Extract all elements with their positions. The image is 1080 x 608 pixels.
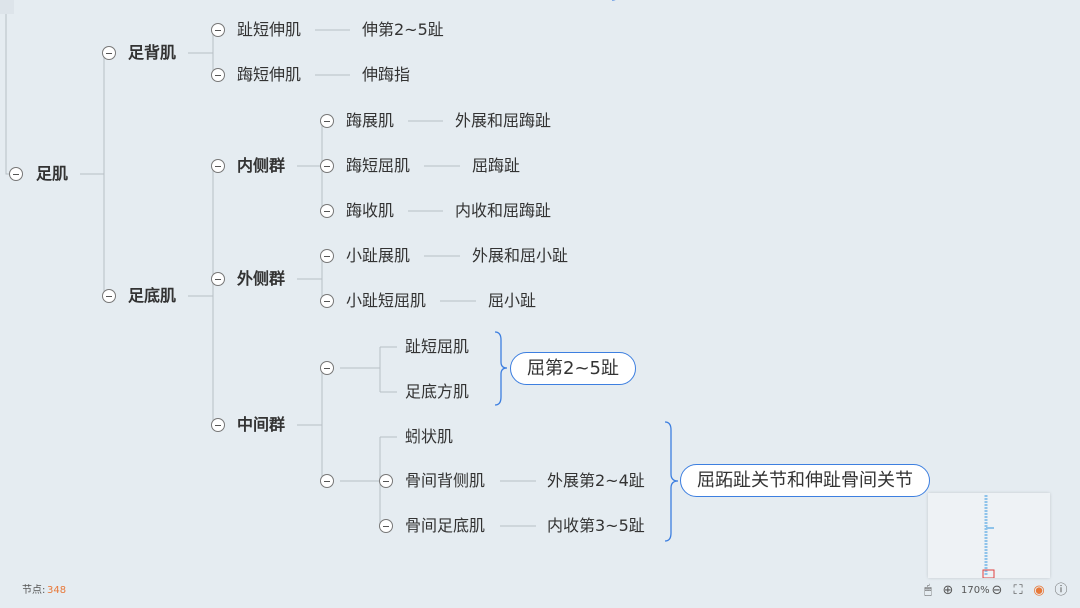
- node-middle[interactable]: 中间群: [237, 415, 286, 434]
- node[interactable]: 骨间足底肌: [405, 516, 486, 535]
- minimap-preview: [982, 495, 995, 579]
- summary-node[interactable]: 屈跖趾关节和伸趾骨间关节: [680, 464, 930, 497]
- collapse-toggle[interactable]: [320, 204, 334, 218]
- node[interactable]: 踇短伸肌: [237, 65, 302, 84]
- collapse-toggle[interactable]: [320, 114, 334, 128]
- collapse-toggle-lateral[interactable]: [211, 272, 225, 286]
- node[interactable]: 小趾短屈肌: [346, 291, 427, 310]
- leaf-node[interactable]: 屈踇趾: [472, 156, 521, 175]
- leaf-node[interactable]: 内收第3~5趾: [547, 516, 645, 535]
- collapse-toggle[interactable]: [320, 294, 334, 308]
- node[interactable]: 蚓状肌: [405, 427, 454, 446]
- node[interactable]: 骨间背侧肌: [405, 471, 486, 490]
- node[interactable]: 足底方肌: [405, 382, 470, 401]
- collapse-toggle[interactable]: [320, 249, 334, 263]
- collapse-toggle[interactable]: [320, 159, 334, 173]
- collapse-toggle[interactable]: [379, 519, 393, 533]
- node[interactable]: 小趾展肌: [346, 246, 411, 265]
- collapse-toggle-group1[interactable]: [320, 361, 334, 375]
- corner-handle: [0, 0, 14, 14]
- collapse-toggle-medial[interactable]: [211, 159, 225, 173]
- help-icon[interactable]: ⓘ: [1054, 583, 1068, 598]
- node-medial[interactable]: 内侧群: [237, 156, 286, 175]
- summary-node[interactable]: 屈第2~5趾: [510, 352, 636, 385]
- fit-screen-icon[interactable]: ⛶: [1013, 583, 1023, 598]
- leaf-node[interactable]: 外展第2~4趾: [547, 471, 645, 490]
- collapse-toggle-root[interactable]: [9, 167, 23, 181]
- zoom-in-icon[interactable]: ⊕: [942, 583, 954, 598]
- collapse-toggle-dorsal[interactable]: [102, 46, 116, 60]
- leaf-node[interactable]: 外展和屈小趾: [472, 246, 569, 265]
- leaf-node[interactable]: 伸第2~5趾: [362, 20, 444, 39]
- collapse-toggle[interactable]: [379, 474, 393, 488]
- node[interactable]: 踇短屈肌: [346, 156, 411, 175]
- node-count: 348: [47, 585, 67, 596]
- leaf-node[interactable]: 伸踇指: [362, 65, 411, 84]
- node[interactable]: 踇收肌: [346, 201, 395, 220]
- zoom-level: 170%: [961, 585, 990, 596]
- node-count-label: 节点:: [22, 585, 46, 596]
- node[interactable]: 趾短伸肌: [237, 20, 302, 39]
- mouse-mode-icon[interactable]: 🖱: [924, 583, 932, 598]
- leaf-node[interactable]: 外展和屈踇趾: [455, 111, 552, 130]
- node[interactable]: 踇展肌: [346, 111, 395, 130]
- collapse-toggle[interactable]: [211, 68, 225, 82]
- node-lateral[interactable]: 外侧群: [237, 269, 286, 288]
- collapse-toggle-middle[interactable]: [211, 418, 225, 432]
- node-plantar[interactable]: 足底肌: [128, 286, 177, 305]
- eye-icon[interactable]: ◉: [1033, 583, 1045, 598]
- zoom-out-icon[interactable]: ⊖: [991, 583, 1003, 598]
- collapse-toggle-plantar[interactable]: [102, 289, 116, 303]
- collapse-toggle[interactable]: [211, 23, 225, 37]
- node[interactable]: 趾短屈肌: [405, 337, 470, 356]
- collapse-toggle-group2[interactable]: [320, 474, 334, 488]
- leaf-node[interactable]: 屈小趾: [488, 291, 537, 310]
- minimap[interactable]: [928, 493, 1050, 579]
- node-dorsal[interactable]: 足背肌: [128, 43, 177, 62]
- root-node[interactable]: 足肌: [36, 164, 69, 183]
- leaf-node[interactable]: 内收和屈踇趾: [455, 201, 552, 220]
